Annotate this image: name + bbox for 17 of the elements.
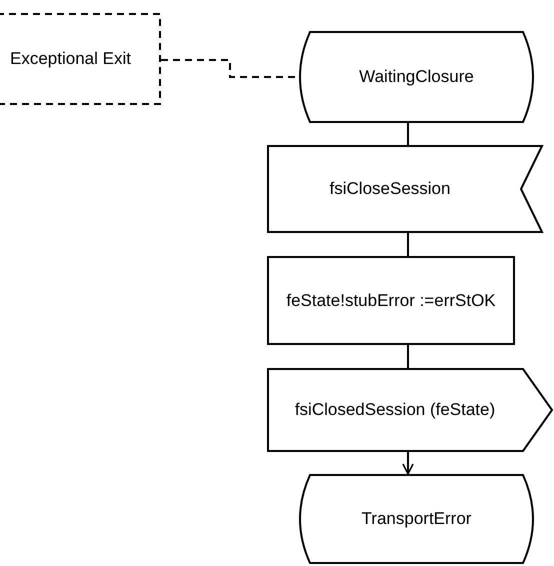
node-label: WaitingClosure bbox=[358, 67, 475, 87]
connector-line bbox=[407, 345, 409, 368]
arrow bbox=[402, 452, 414, 475]
connector-line bbox=[407, 233, 409, 256]
output-signal-box bbox=[267, 368, 553, 452]
connector-line bbox=[407, 123, 409, 145]
node-label: Exceptional Exit bbox=[10, 49, 131, 69]
state-box bbox=[298, 474, 535, 564]
node-label: fsiCloseSession bbox=[328, 179, 452, 199]
input-signal-box bbox=[267, 145, 543, 233]
connector-line bbox=[161, 59, 298, 78]
node-label: TransportError bbox=[360, 509, 472, 529]
state-box bbox=[298, 31, 535, 123]
exit-box bbox=[0, 13, 161, 105]
node-label: fsiClosedSession (feState) bbox=[294, 400, 496, 420]
node-label: feState!stubError :=errStOK bbox=[285, 290, 497, 310]
task-box bbox=[267, 256, 515, 345]
